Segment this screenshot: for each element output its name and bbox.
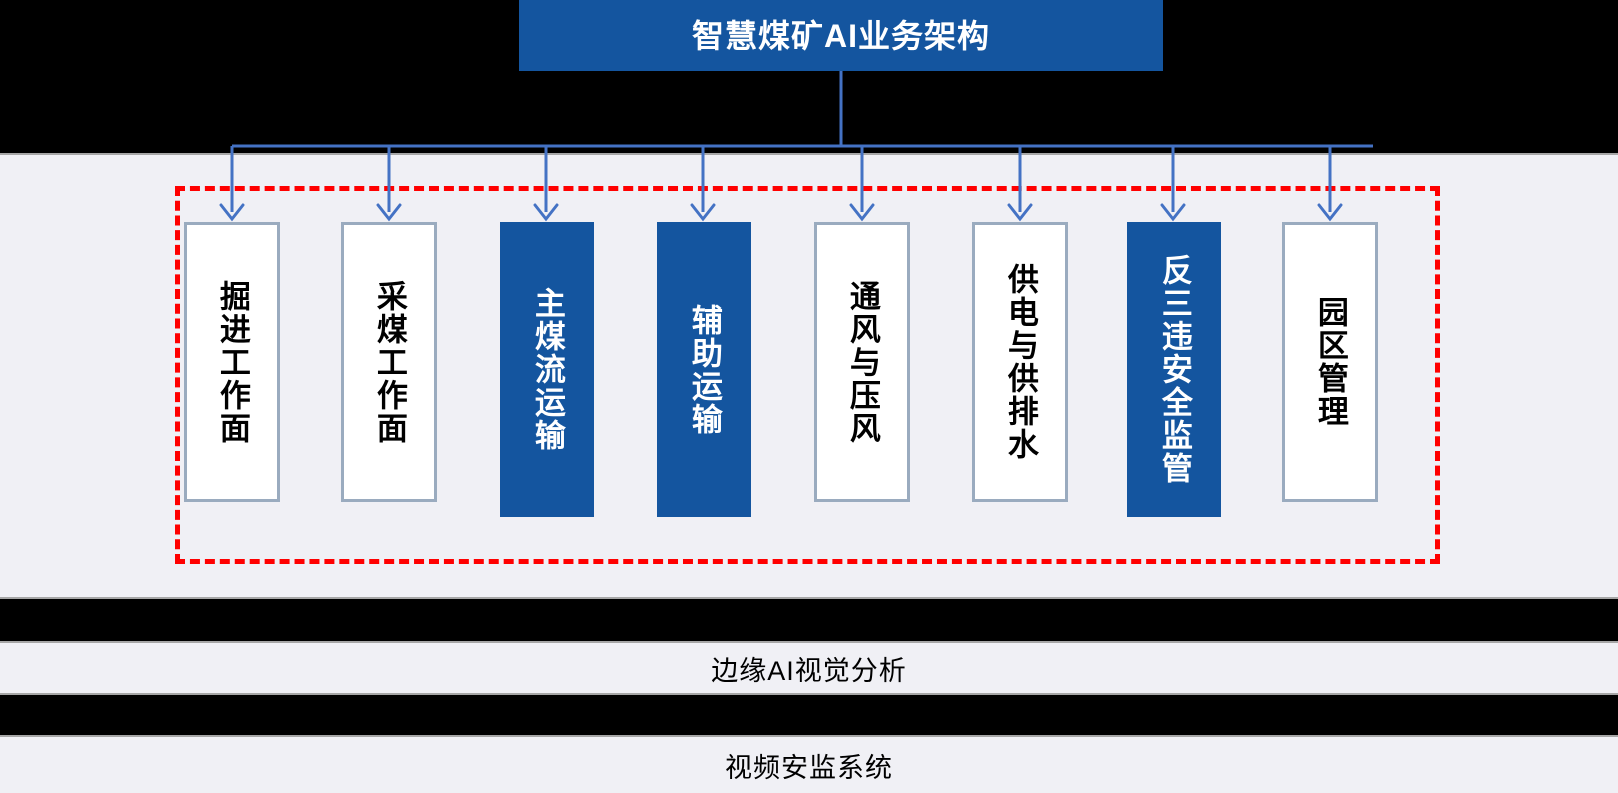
layer-bar-video-safety-system[interactable]: 视频安监系统 (0, 735, 1618, 793)
domain-box-label: 采煤工作面 (371, 279, 407, 445)
domain-box-power-water[interactable]: 供电与供排水 (972, 222, 1068, 502)
domain-box-label: 掘进工作面 (214, 279, 250, 445)
page-title: 智慧煤矿AI业务架构 (691, 17, 990, 54)
domain-box-label: 主煤流运输 (529, 287, 565, 452)
domain-box-tunneling-face[interactable]: 掘进工作面 (184, 222, 280, 502)
scenario-group-frame (175, 186, 1440, 564)
domain-box-label: 通风与压风 (844, 279, 880, 445)
layer-bar-label: 边缘AI视觉分析 (711, 655, 907, 686)
domain-box-label: 供电与供排水 (1002, 263, 1038, 461)
domain-box-label: 反三违安全监管 (1156, 254, 1192, 485)
domain-box-anti-violation[interactable]: 反三违安全监管 (1127, 222, 1221, 517)
domain-box-ventilation-air[interactable]: 通风与压风 (814, 222, 910, 502)
domain-box-main-coal-transport[interactable]: 主煤流运输 (500, 222, 594, 517)
domain-box-label: 园区管理 (1312, 296, 1348, 428)
domain-box-auxiliary-transport[interactable]: 辅助运输 (657, 222, 751, 517)
domain-box-label: 辅助运输 (686, 303, 722, 436)
layer-bar-label: 视频安监系统 (725, 752, 893, 783)
domain-box-coal-mining-face[interactable]: 采煤工作面 (341, 222, 437, 502)
domain-box-park-management[interactable]: 园区管理 (1282, 222, 1378, 502)
layer-bar-edge-ai-vision[interactable]: 边缘AI视觉分析 (0, 641, 1618, 695)
architecture-title-banner: 智慧煤矿AI业务架构 (519, 0, 1163, 71)
